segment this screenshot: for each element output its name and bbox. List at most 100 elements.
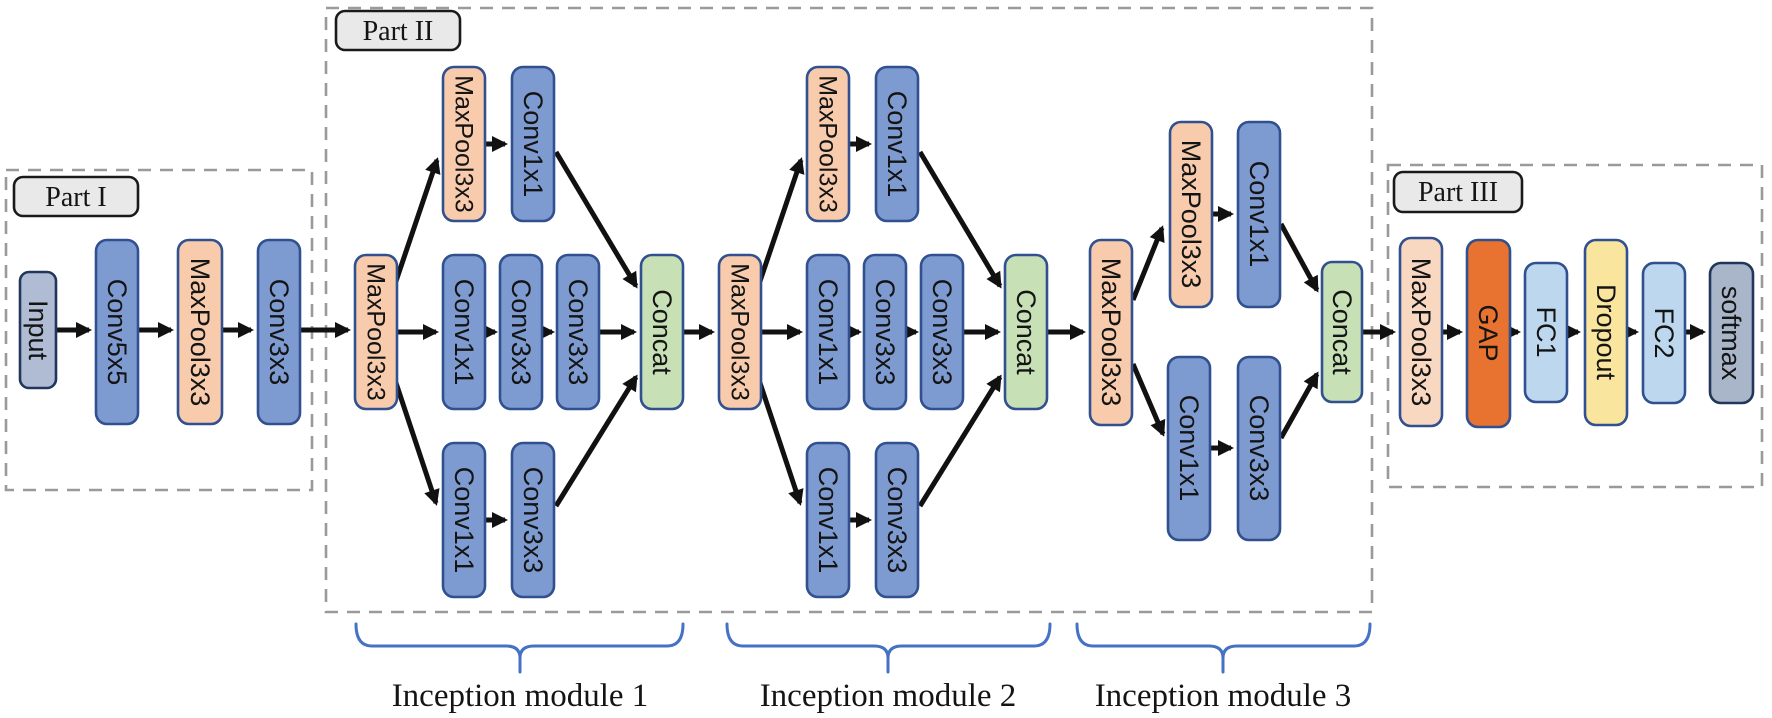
node-conv3x3-label: Conv3x3 xyxy=(518,467,548,574)
part2-label: Part II xyxy=(334,9,462,52)
node-conv1x1 xyxy=(805,441,851,599)
part1-label: Part I xyxy=(12,175,140,218)
arrow-m1-top-concat xyxy=(553,150,639,289)
node-gap xyxy=(1465,238,1512,429)
part3-label-text: Part III xyxy=(1418,177,1498,208)
brace-module-2 xyxy=(725,622,1052,674)
arrow-m1-entry-bottom xyxy=(390,373,440,506)
caption-module-3: Inception module 3 xyxy=(1095,678,1352,714)
node-maxpool3x3 xyxy=(176,238,224,426)
node-conv5x5-label: Conv5x5 xyxy=(102,279,132,386)
arrow-m2-top-concat xyxy=(917,150,1003,289)
node-conv3x3 xyxy=(862,253,908,411)
node-conv3x3 xyxy=(1236,355,1282,542)
node-conv3x3 xyxy=(510,441,556,599)
part2-label-box xyxy=(334,9,462,52)
node-maxpool3x3-label: MaxPool3x3 xyxy=(362,263,390,401)
inception-module-2: MaxPool3x3 MaxPool3x3 Conv1x1 Conv1x1 Co… xyxy=(717,65,1049,599)
node-concat-label: Concat xyxy=(1327,289,1357,375)
node-conv1x1-label: Conv1x1 xyxy=(813,467,843,574)
node-gap-label: GAP xyxy=(1473,304,1503,361)
node-conv1x1-label: Conv1x1 xyxy=(518,91,548,198)
node-conv1x1 xyxy=(510,65,556,223)
part1-label-box xyxy=(12,175,140,218)
node-fc1-label: FC1 xyxy=(1531,306,1561,357)
node-maxpool3x3 xyxy=(717,253,763,411)
node-conv1x1 xyxy=(441,253,487,411)
node-maxpool3x3 xyxy=(1168,120,1214,309)
node-conv1x1-label: Conv1x1 xyxy=(449,279,479,386)
part2-label-text: Part II xyxy=(363,16,434,47)
node-conv3x3-label: Conv3x3 xyxy=(1244,395,1274,502)
node-maxpool3x3-label: MaxPool3x3 xyxy=(1176,140,1206,289)
node-input xyxy=(18,270,58,390)
node-fc1 xyxy=(1523,261,1569,404)
node-maxpool3x3-label: MaxPool3x3 xyxy=(1406,258,1436,407)
node-input-label: Input xyxy=(23,300,53,361)
node-maxpool3x3 xyxy=(805,65,851,223)
arrow-m3-top-concat xyxy=(1278,222,1320,293)
node-concat-label: Concat xyxy=(1011,289,1041,375)
part3-label-box xyxy=(1392,170,1524,214)
node-conv1x1-label: Conv1x1 xyxy=(882,91,912,198)
arrow-m2-entry-top xyxy=(754,157,805,291)
arrow-m2-entry-bottom xyxy=(754,373,804,506)
node-maxpool3x3 xyxy=(1398,236,1444,428)
arrow-m3-bottom-concat xyxy=(1278,371,1320,440)
node-conv3x3-label: Conv3x3 xyxy=(506,279,536,386)
part-1: Input Conv5x5 MaxPool3x3 Conv3x3 xyxy=(18,238,302,426)
node-fc2-label: FC2 xyxy=(1649,307,1679,358)
node-conv3x3 xyxy=(874,441,920,599)
part3-frame xyxy=(1386,163,1764,489)
inception-module-1: MaxPool3x3 MaxPool3x3 Conv1x1 Conv1x1 Co… xyxy=(353,65,685,599)
node-dropout-label: Dropout xyxy=(1591,284,1621,381)
node-maxpool3x3-label: MaxPool3x3 xyxy=(814,75,842,213)
node-softmax-label: softmax xyxy=(1716,286,1746,381)
node-maxpool3x3 xyxy=(1088,238,1134,427)
node-conv1x1-label: Conv1x1 xyxy=(449,467,479,574)
node-conv1x1-label: Conv1x1 xyxy=(1244,161,1274,268)
part-3: MaxPool3x3 GAP FC1 Dropout FC2 softmax xyxy=(1398,236,1755,429)
node-conv1x1 xyxy=(1166,355,1212,542)
node-dropout xyxy=(1583,238,1629,427)
node-conv5x5 xyxy=(94,238,140,426)
brace-module-3 xyxy=(1075,622,1372,674)
node-conv1x1 xyxy=(1236,120,1282,309)
node-maxpool3x3-label: MaxPool3x3 xyxy=(185,258,215,407)
node-concat-label: Concat xyxy=(647,289,677,375)
arrow-m1-entry-top xyxy=(390,157,441,291)
module-captions: Inception module 1 Inception module 2 In… xyxy=(354,622,1372,714)
node-conv1x1 xyxy=(441,441,487,599)
node-conv3x3-label: Conv3x3 xyxy=(927,279,957,386)
node-softmax xyxy=(1708,261,1755,405)
part2-frame xyxy=(324,6,1374,614)
part1-label-text: Part I xyxy=(45,182,106,213)
node-conv1x1-label: Conv1x1 xyxy=(1174,395,1204,502)
brace-module-1 xyxy=(354,622,685,674)
arrow-m1-bottom-concat xyxy=(553,374,639,508)
caption-module-2: Inception module 2 xyxy=(760,678,1017,714)
node-maxpool3x3 xyxy=(353,253,399,411)
inception-module-3: MaxPool3x3 MaxPool3x3 Conv1x1 Conv1x1 Co… xyxy=(1088,120,1364,542)
node-concat xyxy=(1320,260,1364,404)
part3-label: Part III xyxy=(1392,170,1524,214)
node-conv3x3 xyxy=(498,253,544,411)
node-conv3x3-label: Conv3x3 xyxy=(882,467,912,574)
node-maxpool3x3-label: MaxPool3x3 xyxy=(450,75,478,213)
caption-module-1: Inception module 1 xyxy=(392,678,649,714)
node-conv3x3 xyxy=(555,253,601,411)
node-conv3x3 xyxy=(256,238,302,426)
node-fc2 xyxy=(1641,261,1687,405)
node-conv3x3 xyxy=(919,253,965,411)
node-conv1x1 xyxy=(874,65,920,223)
node-maxpool3x3-label: MaxPool3x3 xyxy=(726,263,754,401)
node-maxpool3x3-label: MaxPool3x3 xyxy=(1096,258,1126,407)
arrow-m2-bottom-concat xyxy=(917,374,1003,508)
arrow-m3-entry-bottom xyxy=(1130,363,1166,437)
node-conv3x3-label: Conv3x3 xyxy=(563,279,593,386)
node-conv1x1 xyxy=(805,253,851,411)
flow-arrows xyxy=(57,136,1706,528)
node-conv3x3-label: Conv3x3 xyxy=(870,279,900,386)
node-concat xyxy=(1003,253,1049,411)
